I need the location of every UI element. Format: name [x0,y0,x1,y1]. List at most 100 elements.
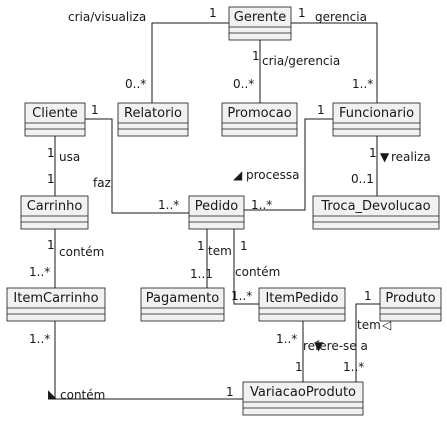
class-promocao[interactable]: Promocao [221,102,298,137]
class-name: Funcionario [339,106,414,121]
multiplicity-to: 1..* [158,198,179,212]
class-name: Troca_Devolucao [320,199,430,214]
class-pagamento[interactable]: Pagamento [140,287,225,322]
class-variacaoproduto[interactable]: VariacaoProduto [242,381,364,416]
association-label: faz [93,176,111,190]
multiplicity-to: 1 [226,385,234,399]
multiplicity-from: 1 [47,146,55,160]
class-relatorio[interactable]: Relatorio [117,102,189,137]
multiplicity-from: 1..* [276,332,297,346]
multiplicity-from: 1 [197,239,205,253]
association-label: contém [59,245,104,259]
association-label: contém [60,388,105,402]
class-box [24,102,86,137]
class-name: Carrinho [27,199,83,214]
association-label: cria/visualiza [68,10,146,24]
class-box [221,102,298,137]
association-funcionario-pedido: ◢processa 1 1..* [233,103,333,212]
class-box [379,287,442,322]
multiplicity-to: 1..* [29,265,50,279]
class-box [332,102,421,137]
multiplicity-from: 1 [317,103,325,117]
association-line [151,22,229,103]
class-name: ItemPedido [265,291,338,306]
association-gerente-relatorio: cria/visualiza 1 0..* [68,6,229,103]
class-gerente[interactable]: Gerente [228,6,292,41]
class-name: VariacaoProduto [250,385,356,400]
multiplicity-from: 1 [369,146,377,160]
association-itempedido-variacaoproduto: ▼refere-se a 1..* 1 [276,321,368,382]
class-itemcarrinho[interactable]: ItemCarrinho [6,287,106,322]
multiplicity-from: 1 [240,239,248,253]
direction-marker: ◣ [48,387,58,401]
multiplicity-to: 1 [295,360,303,374]
multiplicity-from: 1 [91,103,99,117]
association-gerente-funcionario: gerencia 1 1..* [291,6,378,103]
multiplicity-from: 1 [298,6,306,20]
class-box [242,381,364,416]
multiplicity-from: 1..* [29,332,50,346]
association-line [233,229,259,305]
class-name: Pedido [195,199,238,214]
class-name: Pagamento [146,291,219,306]
association-cliente-carrinho: usa 1 1 [47,136,80,196]
association-label: processa [246,168,299,182]
class-name: Cliente [32,106,78,121]
association-itemcarrinho-variacaoproduto: ◣contém 1..* 1 [29,321,243,402]
association-pedido-itempedido: contém 1 1..* [231,229,280,305]
multiplicity-to: 1..* [352,77,373,91]
direction-marker: ◢ [233,168,243,182]
direction-marker: ▼ [314,339,324,353]
class-carrinho[interactable]: Carrinho [20,195,89,230]
association-cliente-pedido: faz 1 1..* [85,103,189,214]
class-pedido[interactable]: Pedido [188,195,245,230]
multiplicity-from: 1 [252,49,260,63]
multiplicity-to: 0..1 [351,172,374,186]
association-label: gerencia [315,10,367,24]
multiplicity-from: 1 [47,238,55,252]
class-itempedido[interactable]: ItemPedido [258,287,346,322]
multiplicity-to: 1..1 [190,267,213,281]
association-label: usa [59,150,80,164]
multiplicity-from: 1 [364,289,372,303]
class-funcionario[interactable]: Funcionario [332,102,421,137]
direction-marker: ▼ [380,150,390,164]
multiplicity-from: 1 [209,6,217,20]
multiplicity-to: 1 [47,172,55,186]
association-label: tem [208,244,232,258]
class-box [20,195,89,230]
association-label: tem [357,318,381,332]
direction-marker: ◁ [381,318,391,332]
association-label: contém [235,265,280,279]
association-line [244,118,333,211]
association-carrinho-itemcarrinho: contém 1 1..* [29,229,104,288]
association-produto-variacaoproduto: ◁tem 1 1..* [343,289,391,382]
class-box [312,195,440,230]
class-name: Promocao [227,106,291,121]
class-troca_devolucao[interactable]: Troca_Devolucao [312,195,440,230]
multiplicity-to: 0..* [125,77,146,91]
class-name: Gerente [234,10,286,25]
multiplicity-to: 1..* [251,198,272,212]
class-box [140,287,225,322]
association-label: refere-se a [303,339,368,353]
class-name: Produto [385,291,435,306]
class-box [117,102,189,137]
class-box [258,287,346,322]
multiplicity-to: 1..* [231,289,252,303]
association-line [355,303,380,382]
association-line [54,321,243,400]
class-cliente[interactable]: Cliente [24,102,86,137]
class-name: ItemCarrinho [13,291,98,306]
class-box [228,6,292,41]
multiplicity-to: 0..* [233,77,254,91]
class-box [188,195,245,230]
multiplicity-to: 1..* [343,360,364,374]
class-name: Relatorio [124,106,182,121]
class-produto[interactable]: Produto [379,287,442,322]
association-label: cria/gerencia [262,54,340,68]
